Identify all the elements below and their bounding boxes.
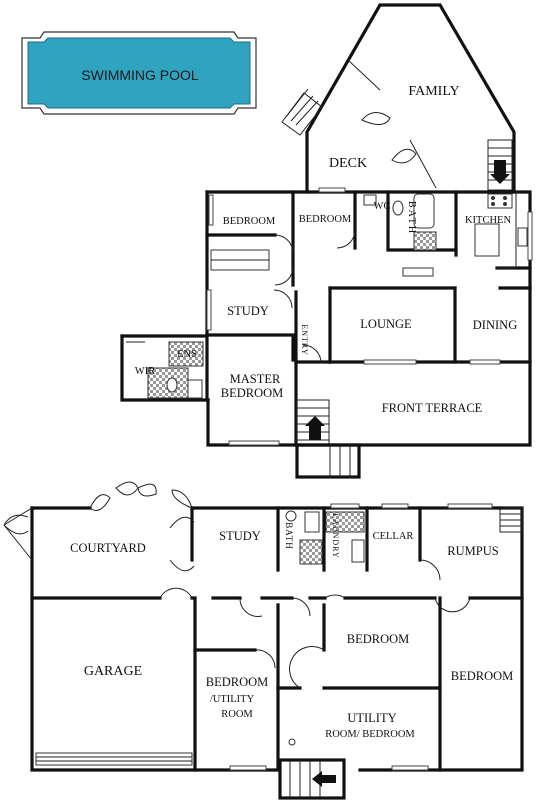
dining-label: DINING (473, 318, 517, 332)
rumpus-stairs (499, 507, 523, 533)
pool-water (27, 37, 251, 109)
courtyard-label: COURTYARD (70, 541, 146, 555)
family-label: FAMILY (408, 84, 459, 99)
bedroom-utility-label-1: BEDROOM (206, 675, 269, 689)
study-label: STUDY (227, 304, 269, 318)
lower-floor (3, 481, 524, 800)
garage-door (35, 752, 193, 766)
bedroom-middle-label: BEDROOM (347, 632, 410, 646)
kitchen-label: KITCHEN (465, 215, 511, 226)
entry-stairs (295, 399, 361, 479)
family-stairs (487, 139, 513, 191)
bedroom-1-label: BEDROOM (223, 216, 276, 227)
rumpus-label: RUMPUS (447, 544, 498, 558)
lower-entry-stairs (278, 738, 346, 800)
room-labels: FAMILY DECK BEDROOM BEDROOM WC BATH KITC… (70, 84, 517, 740)
front-terrace-label: FRONT TERRACE (382, 401, 483, 415)
swimming-pool: SWIMMING POOL (21, 31, 257, 115)
lower-bath-fixtures (285, 510, 365, 565)
deck-stairs (281, 88, 323, 136)
bath-label: BATH (406, 201, 417, 235)
lounge-label: LOUNGE (360, 317, 412, 331)
lower-study-label: STUDY (219, 529, 261, 543)
pool-label: SWIMMING POOL (81, 67, 199, 83)
garage-label: GARAGE (84, 664, 142, 679)
deck-label: DECK (329, 156, 367, 171)
ensuite-fixtures (126, 341, 204, 400)
cellar-label: CELLAR (373, 531, 414, 542)
entry-label: ENTRY (300, 324, 309, 355)
bedroom-right-label: BEDROOM (451, 669, 514, 683)
master-bedroom-label-1: MASTER (230, 372, 281, 386)
bedroom-utility-label-3: ROOM (221, 709, 253, 720)
utility-label-2: ROOM/ BEDROOM (325, 729, 415, 740)
kitchen-fixtures (474, 192, 528, 269)
ens-label: ENS (177, 349, 197, 360)
wir-label: WIR (135, 366, 155, 377)
bedroom-utility-label-2: /UTILITY (210, 694, 255, 705)
lower-bath-label: BATH (284, 522, 294, 550)
laundry-label: LAUNDRY (331, 513, 340, 559)
master-bedroom-label-2: BEDROOM (221, 386, 284, 400)
bathroom-fixtures (363, 193, 437, 277)
upper-floor (120, 3, 533, 479)
bedroom-2-label: BEDROOM (299, 214, 352, 225)
wc-label: WC (374, 201, 391, 212)
utility-label-1: UTILITY (347, 711, 396, 725)
